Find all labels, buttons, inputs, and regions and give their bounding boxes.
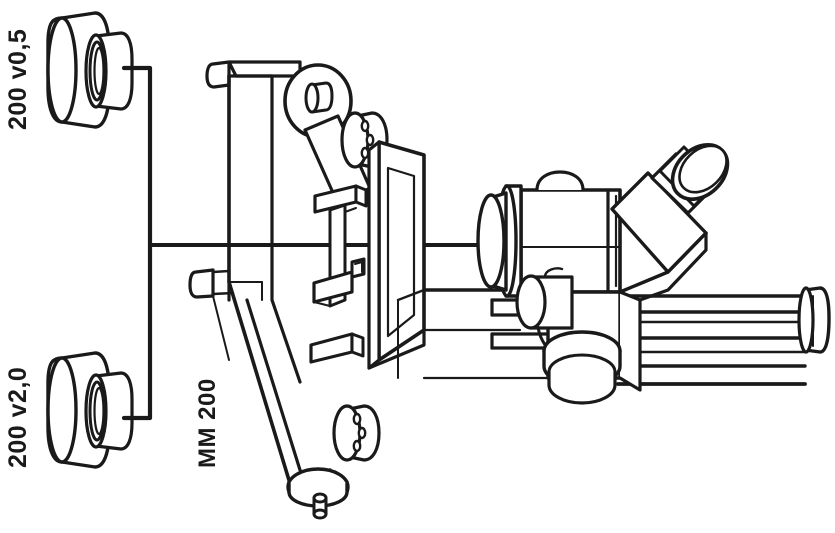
- lower-adjustment-knob: [286, 467, 350, 520]
- objective-top-label: 200 v0,5: [4, 28, 32, 130]
- leader-bracket: [121, 65, 153, 421]
- stage-carriage: [309, 184, 368, 364]
- objective-lens-top: [46, 11, 134, 129]
- focus-knob: [542, 330, 622, 405]
- eyepiece-tube: [610, 143, 730, 302]
- side-cylinder: [515, 267, 574, 360]
- objective-lens-bottom: [46, 351, 134, 469]
- upper-adjustment-knob: [283, 63, 372, 206]
- machine-label: MM 200: [194, 378, 221, 468]
- objective-bottom-label: 200 v2,0: [4, 366, 32, 468]
- lower-dial: [332, 404, 381, 462]
- machine-stage: [367, 140, 426, 370]
